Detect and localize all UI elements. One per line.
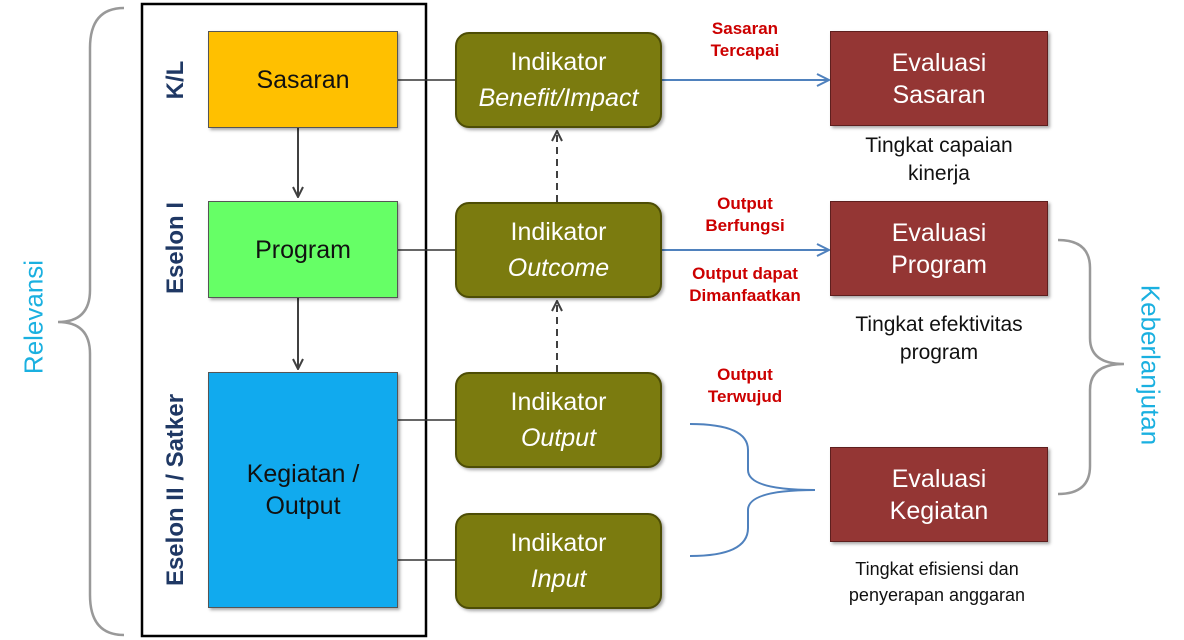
level-label-eselon2: Eselon II / Satker [162, 393, 189, 587]
evaluasi-word: Evaluasi [891, 464, 987, 493]
evaluasi-target: Sasaran [892, 80, 986, 109]
evaluasi-target: Kegiatan [889, 496, 989, 525]
desc-evaluasi-kegiatan: Tingkat efisiensi dan penyerapan anggara… [848, 559, 1026, 605]
keberlanjutan-brace [1057, 238, 1125, 496]
keberlanjutan-label: Keberlanjutan [1135, 284, 1166, 446]
desc-evaluasi-sasaran: Tingkat capaian kinerja [865, 134, 1013, 185]
indicator-output: Indikator Output [455, 372, 662, 468]
indicator-type: Output [520, 424, 597, 452]
indicator-word: Indikator [510, 48, 607, 76]
sasaran-box: Sasaran [208, 31, 398, 128]
blue-brace-output-input [689, 423, 816, 557]
kegiatan-label-line1: Kegiatan / [246, 460, 360, 488]
indicator-word: Indikator [510, 388, 607, 416]
indicator-benefit-impact: Indikator Benefit/Impact [455, 32, 662, 128]
label-output-terwujud: Output Terwujud [707, 365, 783, 406]
sasaran-label: Sasaran [256, 65, 350, 94]
indicator-type: Outcome [507, 254, 610, 282]
indicator-input: Indikator Input [455, 513, 662, 609]
relevansi-label: Relevansi [18, 259, 49, 375]
evaluasi-target: Program [891, 250, 987, 279]
level-label-kl: K/L [162, 60, 189, 100]
indicator-word: Indikator [510, 529, 607, 557]
label-sasaran-tercapai: Sasaran Tercapai [710, 19, 780, 60]
label-output-dimanfaatkan: Output dapat Dimanfaatkan [689, 264, 801, 305]
relevansi-brace [57, 6, 125, 637]
desc-evaluasi-program: Tingkat efektivitas program [855, 313, 1023, 364]
indicator-outcome: Indikator Outcome [455, 202, 662, 298]
level-frame [140, 2, 428, 638]
indicator-type: Benefit/Impact [478, 84, 639, 112]
kegiatan-box: Kegiatan / Output [208, 372, 398, 608]
indicator-type: Input [530, 565, 587, 593]
program-label: Program [255, 235, 351, 264]
kegiatan-label-line2: Output [265, 492, 341, 520]
evaluasi-kegiatan-box: Evaluasi Kegiatan [830, 447, 1048, 542]
evaluasi-sasaran-box: Evaluasi Sasaran [830, 31, 1048, 126]
label-output-berfungsi: Output Berfungsi [705, 194, 785, 235]
evaluasi-word: Evaluasi [891, 48, 987, 77]
level-label-eselon1: Eselon I [162, 201, 189, 295]
program-box: Program [208, 201, 398, 298]
evaluasi-word: Evaluasi [891, 218, 987, 247]
indicator-word: Indikator [510, 218, 607, 246]
evaluasi-program-box: Evaluasi Program [830, 201, 1048, 296]
